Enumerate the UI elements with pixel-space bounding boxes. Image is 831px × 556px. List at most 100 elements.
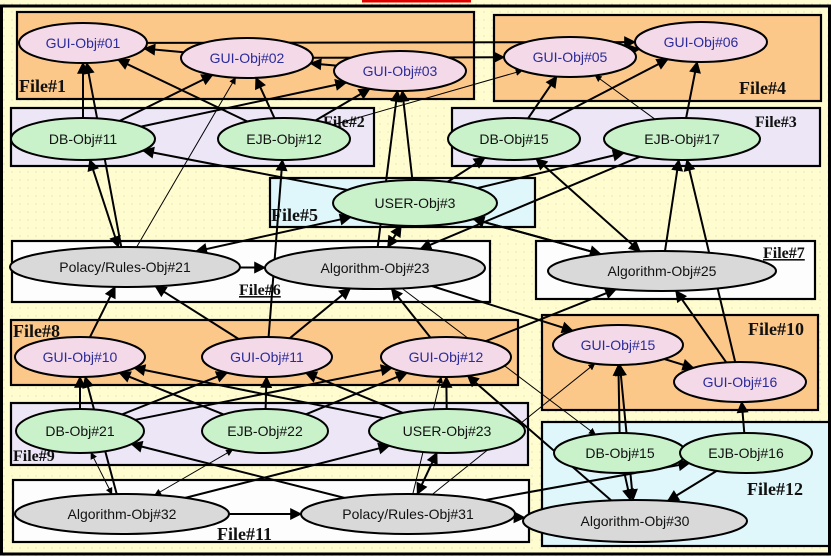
node-user3[interactable]: USER-Obj#3 xyxy=(332,179,498,227)
node-label: USER-Obj#23 xyxy=(403,423,492,439)
edge-alg32-to-db21 xyxy=(90,452,113,495)
node-label: Algorithm-Obj#25 xyxy=(608,263,717,279)
edge-ejb12-to-gui03 xyxy=(314,87,371,122)
edge-db15a-to-gui05 xyxy=(527,75,558,120)
edge-ejb22-to-gui10 xyxy=(118,371,224,416)
edge-alg32-to-user23 xyxy=(184,442,391,499)
edge-gui02-to-gui01 xyxy=(143,43,184,56)
edge-ejb12-to-gui02 xyxy=(255,76,276,119)
node-ellipse[interactable] xyxy=(634,21,768,63)
edge-user3-to-db11 xyxy=(141,146,348,191)
node-label: Algorithm-Obj#30 xyxy=(581,513,690,529)
node-ejb17[interactable]: EJB-Obj#17 xyxy=(603,117,761,161)
file-label-11: File#11 xyxy=(217,524,272,544)
node-ellipse[interactable] xyxy=(300,493,516,535)
node-ellipse[interactable] xyxy=(547,250,777,292)
file-label-3: File#3 xyxy=(755,114,797,131)
node-db11[interactable]: DB-Obj#11 xyxy=(10,117,156,161)
edge-db11-to-gui03 xyxy=(140,78,348,128)
edge-ejb12-to-gui01 xyxy=(116,58,248,123)
node-user23[interactable]: USER-Obj#23 xyxy=(368,408,526,454)
node-gui06[interactable]: GUI-Obj#06 xyxy=(634,21,768,63)
node-pol31[interactable]: Polacy/Rules-Obj#31 xyxy=(300,493,516,535)
edge-db11-to-pol21 xyxy=(87,158,121,249)
node-alg30[interactable]: Algorithm-Obj#30 xyxy=(522,499,748,543)
node-ellipse[interactable] xyxy=(201,336,333,378)
node-db15a[interactable]: DB-Obj#15 xyxy=(447,117,581,161)
node-ellipse[interactable] xyxy=(9,246,241,288)
node-ellipse[interactable] xyxy=(679,432,813,474)
node-label: DB-Obj#15 xyxy=(585,445,654,461)
edge-user23-to-gui10 xyxy=(133,364,384,420)
node-ejb16[interactable]: EJB-Obj#16 xyxy=(679,432,813,474)
edge-gui03-to-gui02 xyxy=(309,58,337,71)
node-ellipse[interactable] xyxy=(217,117,351,161)
edge-gui15-to-gui16 xyxy=(664,358,695,371)
node-ellipse[interactable] xyxy=(15,408,145,454)
edge-gui10-to-pol21 xyxy=(89,285,116,338)
node-ellipse[interactable] xyxy=(503,36,637,78)
node-ellipse[interactable] xyxy=(380,336,512,378)
node-label: GUI-Obj#15 xyxy=(581,337,656,353)
node-gui12[interactable]: GUI-Obj#12 xyxy=(380,336,512,378)
node-label: DB-Obj#21 xyxy=(45,423,114,439)
node-ellipse[interactable] xyxy=(201,408,329,454)
node-alg32[interactable]: Algorithm-Obj#32 xyxy=(14,493,230,535)
node-label: Polacy/Rules-Obj#21 xyxy=(59,259,191,275)
node-label: EJB-Obj#16 xyxy=(708,445,784,461)
file-label-6: File#6 xyxy=(239,282,281,299)
node-ellipse[interactable] xyxy=(522,499,748,543)
node-gui15[interactable]: GUI-Obj#15 xyxy=(552,324,684,366)
edge-alg30-to-gui12 xyxy=(466,375,612,502)
node-ellipse[interactable] xyxy=(368,408,526,454)
node-gui03[interactable]: GUI-Obj#03 xyxy=(333,50,467,92)
node-ellipse[interactable] xyxy=(14,336,146,378)
node-label: Polacy/Rules-Obj#31 xyxy=(342,506,474,522)
node-label: GUI-Obj#11 xyxy=(230,349,304,365)
edge-pol21-to-gui02 xyxy=(136,77,236,248)
node-gui05[interactable]: GUI-Obj#05 xyxy=(503,36,637,78)
edge-pol31-to-db21 xyxy=(130,440,345,499)
node-label: DB-Obj#11 xyxy=(49,131,117,147)
file-label-9: File#9 xyxy=(13,448,55,465)
node-ellipse[interactable] xyxy=(333,50,467,92)
edge-gui11-to-ejb12 xyxy=(267,158,288,338)
edge-ejb17-to-gui06 xyxy=(685,60,701,119)
node-ellipse[interactable] xyxy=(18,22,148,64)
edge-db15a-to-alg25 xyxy=(535,158,641,253)
node-db15b[interactable]: DB-Obj#15 xyxy=(553,432,687,474)
node-ellipse[interactable] xyxy=(332,179,498,227)
node-gui02[interactable]: GUI-Obj#02 xyxy=(180,37,314,79)
node-ellipse[interactable] xyxy=(10,117,156,161)
node-gui11[interactable]: GUI-Obj#11 xyxy=(201,336,333,378)
node-gui01[interactable]: GUI-Obj#01 xyxy=(18,22,148,64)
node-label: EJB-Obj#17 xyxy=(644,131,720,147)
edge-gui11-to-alg23 xyxy=(289,287,352,340)
node-gui16[interactable]: GUI-Obj#16 xyxy=(673,361,807,403)
node-ellipse[interactable] xyxy=(673,361,807,403)
node-gui10[interactable]: GUI-Obj#10 xyxy=(14,336,146,378)
node-alg25[interactable]: Algorithm-Obj#25 xyxy=(547,250,777,292)
edge-user3-to-alg23 xyxy=(386,224,402,249)
node-db21[interactable]: DB-Obj#21 xyxy=(15,408,145,454)
node-ejb12[interactable]: EJB-Obj#12 xyxy=(217,117,351,161)
edge-ejb22-to-gui11 xyxy=(260,375,273,410)
edge-gui12-to-alg23 xyxy=(390,287,432,339)
file-label-1: File#1 xyxy=(19,76,66,96)
edge-user3-to-gui03 xyxy=(397,89,414,181)
edge-alg32-to-ejb22 xyxy=(154,449,234,496)
edge-ejb16-to-gui16 xyxy=(736,400,749,434)
node-ellipse[interactable] xyxy=(447,117,581,161)
node-ellipse[interactable] xyxy=(603,117,761,161)
edge-gui11-to-pol21 xyxy=(154,285,240,340)
node-label: EJB-Obj#22 xyxy=(227,423,303,439)
file-label-7: File#7 xyxy=(763,245,805,262)
node-ellipse[interactable] xyxy=(264,246,486,290)
node-ellipse[interactable] xyxy=(180,37,314,79)
node-ellipse[interactable] xyxy=(552,324,684,366)
node-pol21[interactable]: Polacy/Rules-Obj#21 xyxy=(9,246,241,288)
node-ellipse[interactable] xyxy=(14,493,230,535)
node-ejb22[interactable]: EJB-Obj#22 xyxy=(201,408,329,454)
node-alg23[interactable]: Algorithm-Obj#23 xyxy=(264,246,486,290)
